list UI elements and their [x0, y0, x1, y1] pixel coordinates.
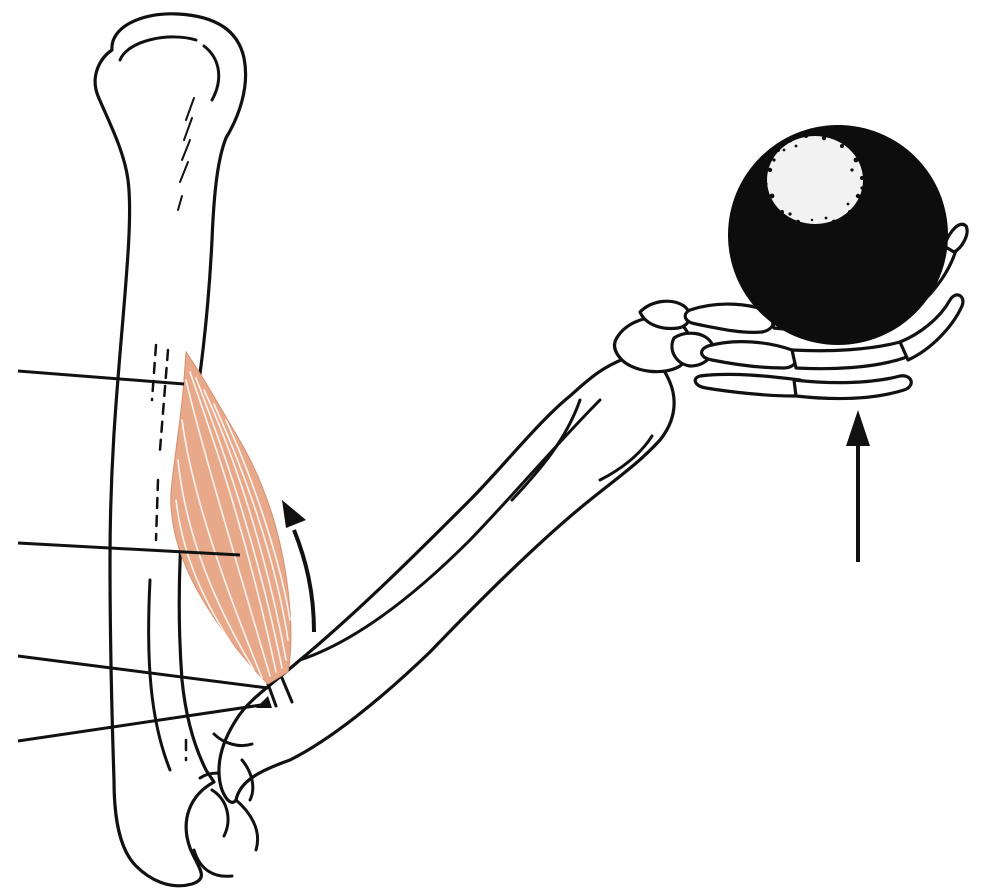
contraction-arrow [282, 500, 316, 633]
ball [728, 125, 948, 345]
leader-lines [17, 369, 272, 743]
leader-line-3 [17, 654, 269, 690]
leader-line-1 [17, 369, 185, 386]
leader-line-4-tip-icon [256, 696, 272, 708]
biceps-muscle [170, 350, 292, 685]
leader-line-4 [17, 702, 269, 743]
humerus [93, 12, 248, 888]
contraction-arrow-head-icon [282, 500, 306, 528]
upward-force-arrow [846, 410, 870, 562]
leader-line-2 [17, 541, 241, 557]
upward-arrow-head-icon [846, 410, 870, 446]
